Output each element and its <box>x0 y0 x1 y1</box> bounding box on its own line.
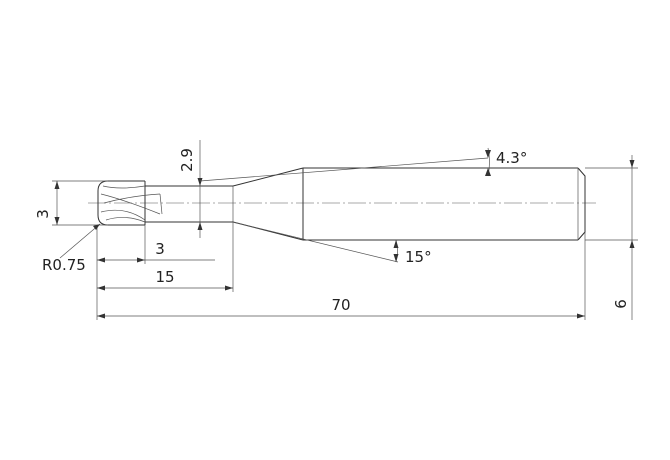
dim-neck-diameter: 2.9 <box>178 140 203 238</box>
shank-diameter-label: 6 <box>612 299 630 309</box>
cutter-diameter-label: 3 <box>34 209 52 219</box>
dim-taper-angle: 4.3° <box>199 147 527 182</box>
tool-outline <box>97 167 586 241</box>
dim-cutter-diameter: 3 <box>34 180 108 226</box>
taper-angle-label: 4.3° <box>496 149 527 167</box>
neck-length-label: 15 <box>155 268 174 286</box>
dim-shank-diameter: 6 <box>585 155 638 320</box>
corner-radius-label: R0.75 <box>42 256 86 274</box>
overall-length-label: 70 <box>331 296 350 314</box>
dim-corner-radius: R0.75 <box>42 223 101 274</box>
neck-diameter-label: 2.9 <box>178 148 196 172</box>
dim-chamfer-angle: 15° <box>232 221 432 266</box>
dim-neck-length: 15 <box>97 222 234 292</box>
dim-overall-length: 70 <box>96 225 586 320</box>
dim-flute-length: 3 <box>97 225 215 264</box>
chamfer-angle-label: 15° <box>405 248 432 266</box>
flute-length-label: 3 <box>155 240 165 258</box>
